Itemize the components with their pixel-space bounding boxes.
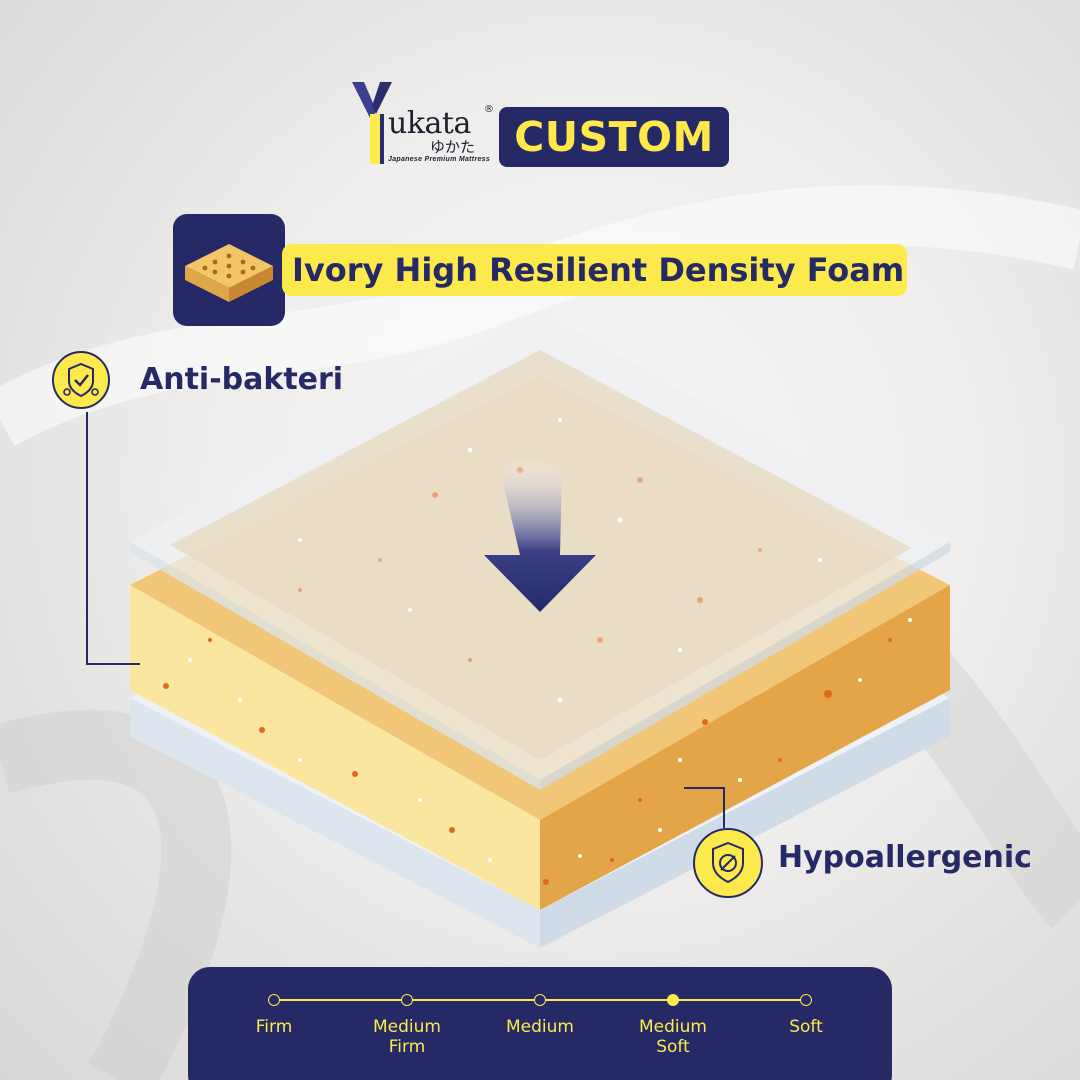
scale-dot-medium <box>534 994 546 1006</box>
brand-kana: ゆかた <box>430 138 476 156</box>
product-title: Ivory High Resilient Density Foam <box>282 244 907 296</box>
shield-allergen-icon <box>692 827 764 899</box>
scale-label-soft: Soft <box>789 1017 823 1037</box>
brand-tagline: Japanese Premium Mattress <box>388 156 491 163</box>
brand-logo: ukata ® ゆかた Japanese Premium Mattress <box>352 80 494 166</box>
firmness-scale: Firm Medium Firm Medium Medium Soft Soft <box>188 967 892 1080</box>
brand-wordmark: ukata <box>388 106 471 141</box>
scale-label-firm: Firm <box>255 1017 293 1037</box>
y-mark-icon <box>352 82 392 164</box>
scale-label-medium-soft: Medium Soft <box>639 1017 707 1057</box>
feature-anti-bakteri: Anti-bakteri <box>140 362 344 397</box>
scale-label-medium: Medium <box>506 1017 574 1037</box>
scale-label-medium-firm: Medium Firm <box>373 1017 441 1057</box>
scale-dot-medium-firm <box>401 994 413 1006</box>
custom-badge: CUSTOM <box>499 107 729 167</box>
registered-mark: ® <box>484 104 494 115</box>
foam-block-icon <box>173 214 285 326</box>
scale-dot-soft <box>800 994 812 1006</box>
scale-dot-firm <box>268 994 280 1006</box>
scale-dot-medium-soft <box>667 994 679 1006</box>
feature-hypoallergenic: Hypoallergenic <box>778 840 1032 875</box>
shield-bacteria-icon <box>51 350 111 410</box>
